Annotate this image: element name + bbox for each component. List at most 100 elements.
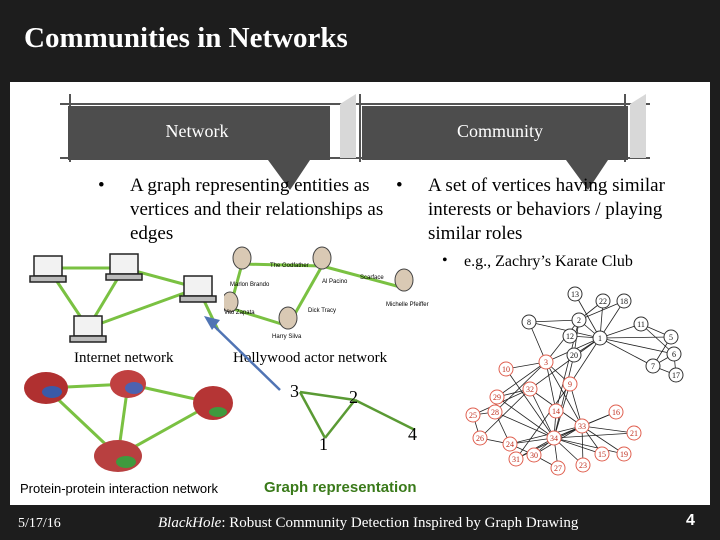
karate-node-9: 9 — [562, 376, 578, 392]
network-bullet-text: A graph representing entities as vertice… — [130, 175, 384, 244]
karate-node-30: 30 — [526, 447, 542, 463]
svg-text:25: 25 — [469, 411, 477, 420]
svg-text:3: 3 — [544, 358, 548, 367]
karate-edge — [545, 361, 557, 412]
karate-edge — [553, 354, 575, 439]
svg-text:7: 7 — [651, 362, 655, 371]
karate-node-10: 10 — [498, 361, 514, 377]
svg-text:23: 23 — [579, 461, 587, 470]
svg-text:22: 22 — [599, 297, 607, 306]
karate-node-18: 18 — [616, 293, 632, 309]
karate-edge — [545, 319, 580, 363]
karate-edge — [505, 368, 555, 439]
svg-text:20: 20 — [570, 351, 578, 360]
svg-text:5: 5 — [669, 333, 673, 342]
community-sub-bullet-symbol: • — [442, 252, 448, 269]
actor-dick-tracy: Dick Tracy — [308, 308, 337, 314]
karate-node-6: 6 — [666, 346, 682, 362]
karate-node-29: 29 — [489, 389, 505, 405]
internet-network-label: Internet network — [74, 350, 174, 366]
graph-node-4: 4 — [408, 424, 417, 444]
community-tab-shape — [362, 106, 628, 190]
karate-node-3: 3 — [538, 354, 554, 370]
slide-title: Communities in Networks — [24, 22, 348, 54]
community-tab-label: Community — [456, 121, 543, 141]
svg-text:28: 28 — [491, 408, 499, 417]
svg-text:30: 30 — [530, 451, 538, 460]
footer-title-italic: BlackHole — [158, 515, 222, 531]
karate-edge — [528, 321, 601, 339]
hollywood-network-diagram — [224, 246, 414, 330]
graph-representation-label: Graph representation — [264, 479, 417, 496]
footer-title: BlackHole: Robust Community Detection In… — [158, 515, 578, 532]
community-sub-bullet-text: e.g., Zachry’s Karate Club — [464, 253, 633, 270]
hollywood-network-label: Hollywood actor network — [233, 350, 388, 366]
karate-edge — [553, 432, 635, 439]
karate-node-2: 2 — [571, 312, 587, 328]
actor-al-pacino: Al Pacino — [322, 279, 348, 285]
svg-text:1: 1 — [598, 334, 602, 343]
protein-network-diagram — [24, 370, 233, 472]
karate-edge — [529, 388, 555, 439]
actor-vito-zapata: Vito Zapata — [224, 310, 255, 316]
karate-node-24: 24 — [502, 436, 518, 452]
footer-date: 5/17/16 — [18, 516, 61, 531]
karate-node-8: 8 — [521, 314, 537, 330]
svg-text:33: 33 — [578, 422, 586, 431]
content-panel: Network Community • A graph representing… — [10, 82, 710, 505]
internet-network-diagram — [29, 253, 220, 343]
karate-node-21: 21 — [626, 425, 642, 441]
svg-text:31: 31 — [512, 455, 520, 464]
karate-node-27: 27 — [550, 460, 566, 476]
karate-node-25: 25 — [465, 407, 481, 423]
svg-text:8: 8 — [527, 318, 531, 327]
karate-node-22: 22 — [595, 293, 611, 309]
karate-node-17: 17 — [668, 367, 684, 383]
svg-text:16: 16 — [612, 408, 620, 417]
graph-node-1: 1 — [319, 434, 328, 454]
karate-edge — [599, 337, 675, 355]
karate-node-23: 23 — [575, 457, 591, 473]
svg-text:6: 6 — [672, 350, 676, 359]
karate-edge — [496, 396, 555, 439]
karate-edge — [599, 337, 654, 367]
graph-representation — [298, 390, 416, 439]
karate-edge — [496, 361, 547, 398]
svg-text:32: 32 — [526, 385, 534, 394]
svg-text:17: 17 — [672, 371, 680, 380]
karate-node-28: 28 — [487, 404, 503, 420]
karate-edge — [599, 336, 672, 339]
karate-edge — [553, 437, 603, 455]
graph-node-2: 2 — [349, 387, 358, 407]
karate-node-20: 20 — [566, 347, 582, 363]
karate-edge — [569, 337, 601, 385]
svg-text:12: 12 — [566, 332, 574, 341]
karate-node-1: 1 — [592, 330, 608, 346]
svg-text:13: 13 — [571, 290, 579, 299]
karate-node-19: 19 — [616, 446, 632, 462]
karate-edge — [581, 425, 635, 434]
svg-text:27: 27 — [554, 464, 562, 473]
karate-edge — [529, 337, 601, 390]
arrow-icon — [204, 316, 281, 391]
karate-node-33: 33 — [574, 418, 590, 434]
network-tab-label: Network — [165, 121, 229, 141]
svg-text:15: 15 — [598, 450, 606, 459]
svg-text:19: 19 — [620, 450, 628, 459]
computer-icons — [29, 253, 217, 343]
karate-node-12: 12 — [562, 328, 578, 344]
svg-text:24: 24 — [506, 440, 514, 449]
karate-edge — [528, 319, 580, 323]
karate-node-7: 7 — [645, 358, 661, 374]
protein-blobs — [24, 370, 233, 472]
karate-node-5: 5 — [663, 329, 679, 345]
protein-network-label: Protein-protein interaction network — [20, 481, 218, 496]
svg-text:26: 26 — [476, 434, 484, 443]
community-bullet-symbol: • — [396, 175, 403, 196]
karate-node-15: 15 — [594, 446, 610, 462]
karate-node-16: 16 — [608, 404, 624, 420]
svg-text:34: 34 — [550, 434, 558, 443]
graph-node-3: 3 — [290, 381, 299, 401]
svg-text:14: 14 — [552, 407, 560, 416]
